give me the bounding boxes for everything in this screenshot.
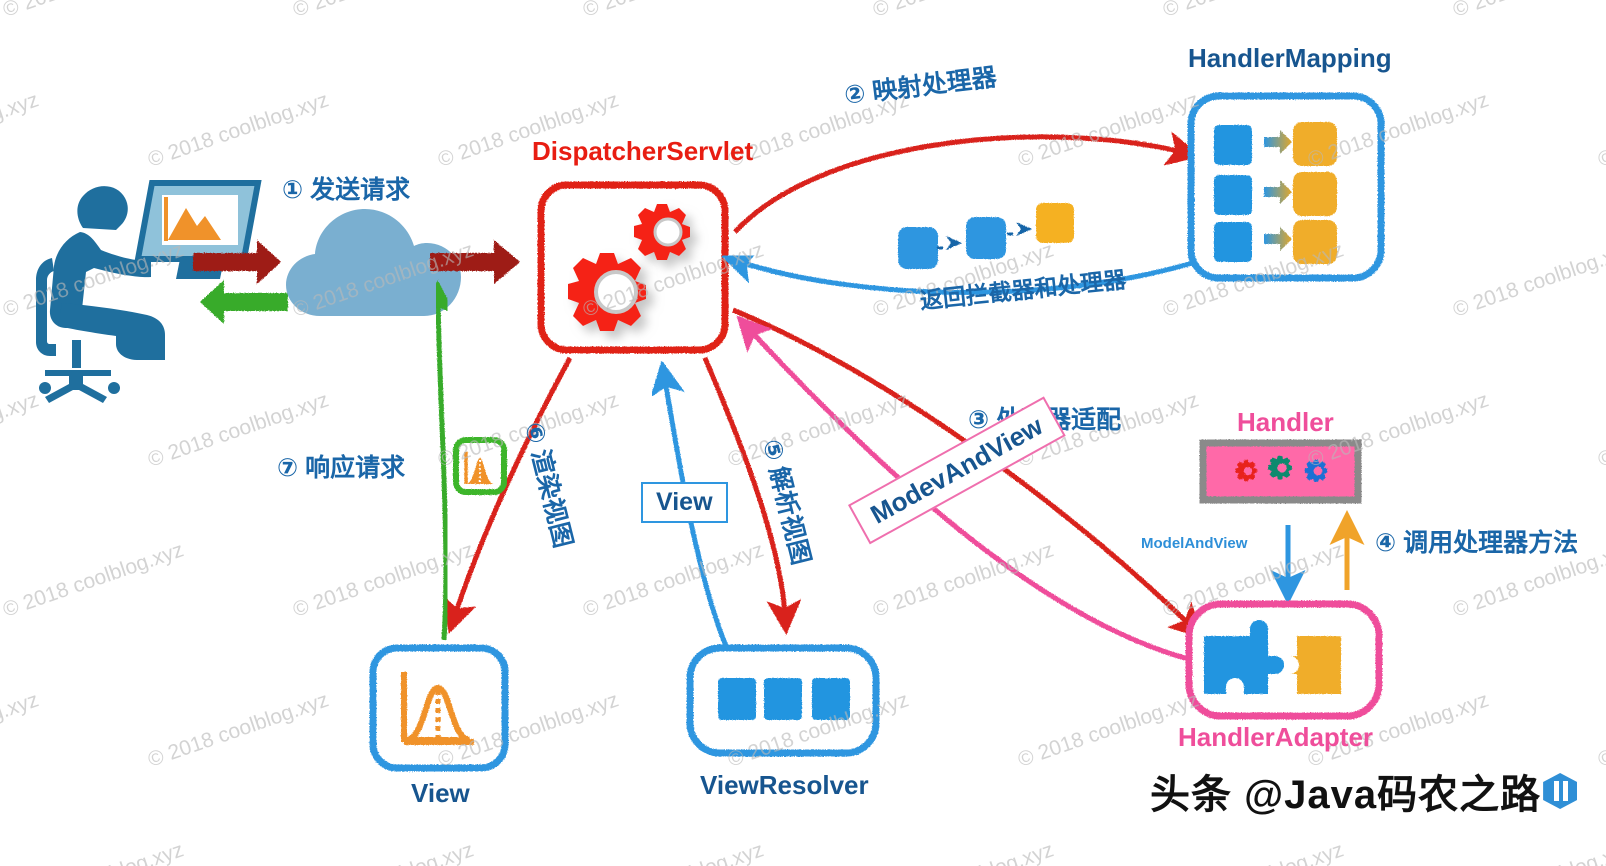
dispatcher-servlet-title: DispatcherServlet	[532, 136, 754, 166]
step4-label: ④ 调用处理器方法	[1375, 529, 1579, 557]
handler-box	[1199, 439, 1362, 504]
arrow-cloud-to-dispatcher	[430, 240, 520, 284]
modelandview-small-label: ModelAndView	[1141, 535, 1248, 552]
interceptor-handler-icons	[898, 203, 1074, 269]
step1-label: ① 发送请求	[282, 176, 411, 204]
handler-mapping-box	[1187, 92, 1385, 282]
response-chart-badge	[453, 437, 507, 495]
footer-watermark-text: 头条 @Java码农之路	[1150, 773, 1542, 817]
java-badge-icon	[1543, 773, 1578, 809]
view-resolver-title: ViewResolver	[700, 770, 869, 800]
view-box	[369, 644, 509, 772]
arrow-resolve-view	[702, 357, 802, 635]
arrow-response-to-cloud	[420, 280, 456, 641]
arrow-view-to-dispatcher	[650, 360, 733, 657]
arrow-user-to-cloud	[193, 240, 281, 284]
handler-title: Handler	[1237, 407, 1334, 437]
user-at-computer-icon	[36, 180, 262, 403]
arrow-render-view	[443, 356, 573, 634]
arrow-return-interceptor-handler	[720, 249, 1197, 295]
network-cloud-icon	[286, 209, 461, 316]
view-title: View	[411, 778, 470, 808]
view-resolver-box	[686, 644, 880, 757]
dispatcher-servlet-box	[537, 181, 729, 354]
step7-label: ⑦ 响应请求	[277, 454, 406, 482]
arrow-cloud-to-user	[200, 280, 288, 324]
arrow-map-handler	[733, 131, 1202, 234]
handler-adapter-box	[1185, 600, 1383, 720]
arrow-modelandview-to-dispatcher	[736, 315, 1193, 663]
handler-mapping-title: HandlerMapping	[1188, 43, 1392, 73]
handler-adapter-title: HandlerAdapter	[1178, 722, 1374, 752]
footer-watermark: 头条 @Java码农之路	[1150, 762, 1578, 820]
view-tag-box: View	[641, 482, 728, 523]
